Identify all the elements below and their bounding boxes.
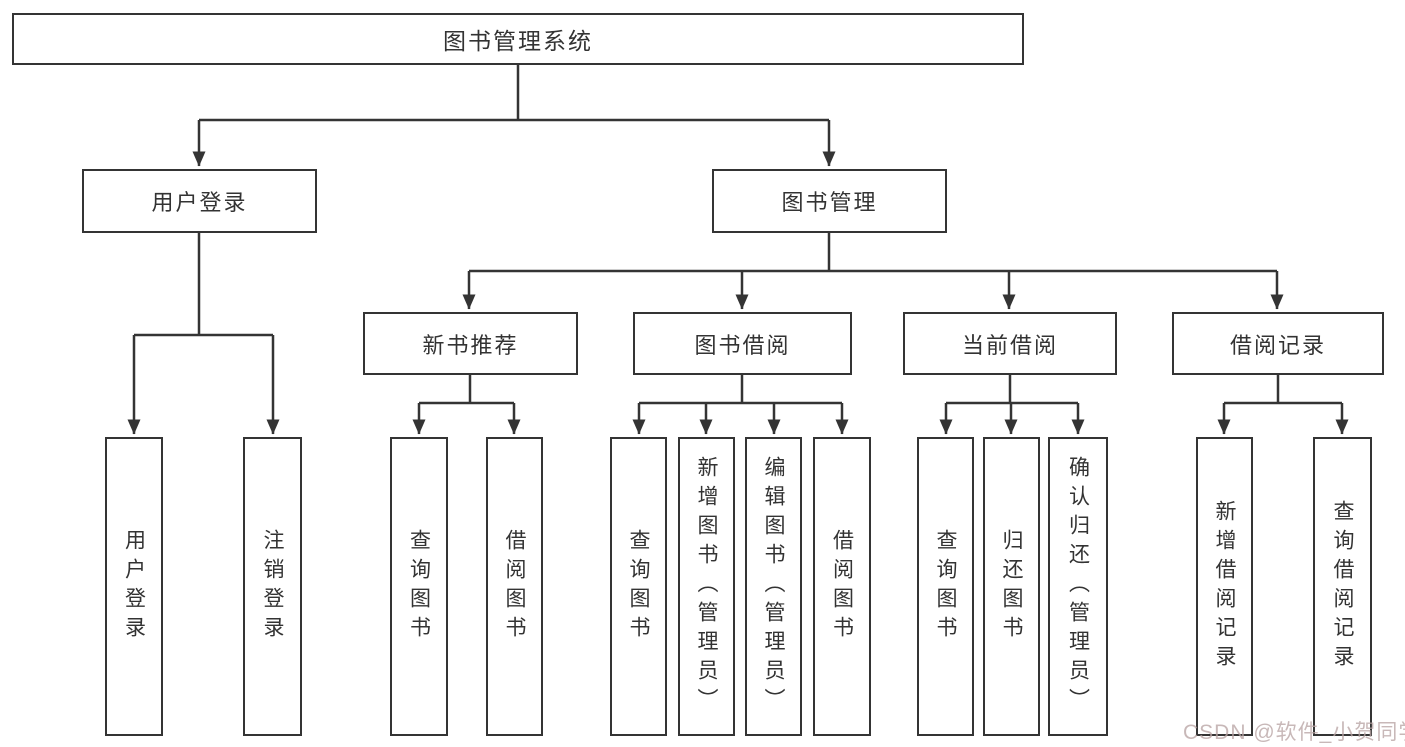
leaf-add-book-admin-label: 新增图书（管理员）	[695, 456, 718, 717]
leaf-confirm-return-admin: 确认归还（管理员）	[1048, 437, 1108, 736]
leaf-current-query-books: 查询图书	[917, 437, 974, 736]
node-current-borrow: 当前借阅	[903, 312, 1117, 375]
node-user-login: 用户登录	[82, 169, 317, 233]
leaf-return-book-label: 归还图书	[1000, 528, 1023, 645]
leaf-query-borrow-record-label: 查询借阅记录	[1331, 499, 1354, 674]
leaf-add-borrow-record-label: 新增借阅记录	[1213, 499, 1236, 674]
leaf-current-query-books-label: 查询图书	[934, 528, 957, 645]
leaf-user-login-label: 用户登录	[122, 528, 146, 645]
leaf-user-login: 用户登录	[105, 437, 163, 736]
leaf-logout-login: 注销登录	[243, 437, 302, 736]
leaf-recommend-query-books: 查询图书	[390, 437, 448, 736]
leaf-borrow-books: 借阅图书	[813, 437, 871, 736]
leaf-query-borrow-record: 查询借阅记录	[1313, 437, 1372, 736]
leaf-logout-login-label: 注销登录	[261, 528, 284, 645]
csdn-watermark: CSDN @软件_小贺同学	[1183, 721, 1405, 744]
leaf-recommend-borrow-books: 借阅图书	[486, 437, 543, 736]
leaf-borrow-query-books-label: 查询图书	[627, 528, 650, 645]
leaf-borrow-books-label: 借阅图书	[830, 528, 854, 645]
node-borrow-records: 借阅记录	[1172, 312, 1384, 375]
leaf-recommend-query-books-label: 查询图书	[407, 528, 431, 645]
leaf-return-book: 归还图书	[983, 437, 1040, 736]
node-book-borrow: 图书借阅	[633, 312, 852, 375]
leaf-add-book-admin: 新增图书（管理员）	[678, 437, 735, 736]
leaf-add-borrow-record: 新增借阅记录	[1196, 437, 1253, 736]
leaf-edit-book-admin: 编辑图书（管理员）	[745, 437, 802, 736]
leaf-borrow-query-books: 查询图书	[610, 437, 667, 736]
node-book-management: 图书管理	[712, 169, 947, 233]
leaf-confirm-return-admin-label: 确认归还（管理员）	[1066, 456, 1090, 717]
leaf-recommend-borrow-books-label: 借阅图书	[503, 528, 526, 645]
node-root-system: 图书管理系统	[12, 13, 1024, 65]
node-new-book-recommend: 新书推荐	[363, 312, 578, 375]
leaf-edit-book-admin-label: 编辑图书（管理员）	[762, 456, 785, 717]
